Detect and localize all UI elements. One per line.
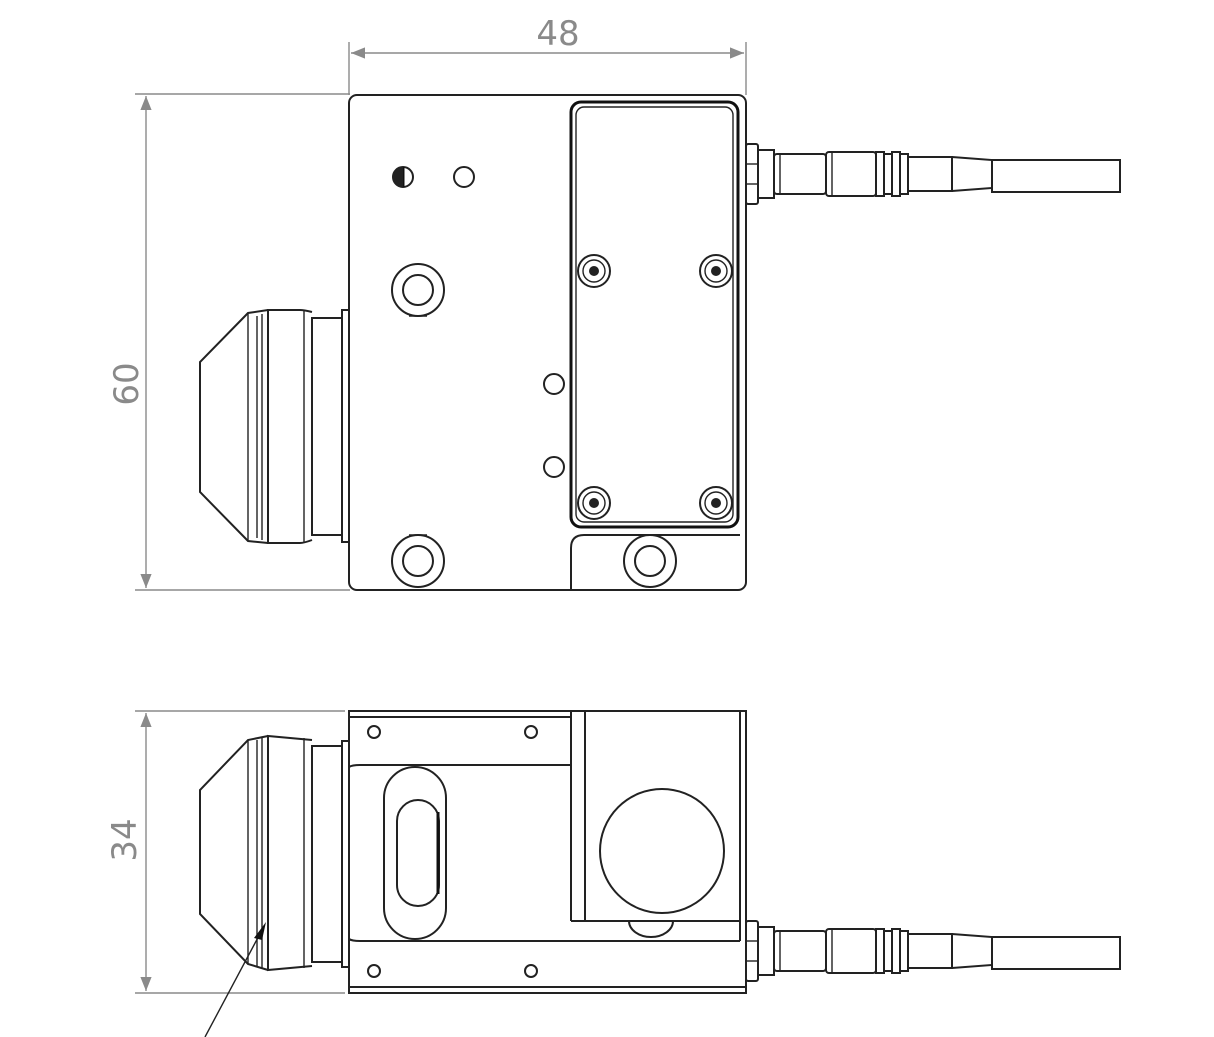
side-hole-top-left: [367, 725, 381, 739]
small-hole-slotted: [392, 166, 414, 188]
dimension-label-width: 48: [536, 14, 579, 54]
small-hole-mid-1: [543, 373, 565, 395]
front-view: [199, 94, 1121, 591]
channel-bottom: [348, 938, 740, 942]
side-hole-top-right: [524, 725, 538, 739]
cable-connector-side: [745, 920, 1121, 982]
counterbore-hole-lower-right: [623, 534, 677, 588]
cover-screw-top-right: [699, 254, 733, 288]
adjustment-slot: [383, 766, 447, 940]
front-body-outline: [348, 94, 747, 591]
dimension-width: 48: [348, 14, 747, 95]
side-view: [199, 710, 1121, 1037]
sensor-window: [599, 788, 725, 914]
cable-connector-front: [745, 143, 1121, 205]
dimension-height: 60: [107, 93, 350, 591]
counterbore-hole-lower-left: [391, 534, 445, 588]
lower-step: [570, 534, 740, 590]
lens-housing-side: [199, 734, 349, 972]
small-hole-top: [453, 166, 475, 188]
channel-top: [348, 764, 571, 768]
dimension-label-side-height: 34: [105, 818, 145, 861]
counterbore-hole-upper: [391, 263, 445, 317]
dimension-side-height: 34: [105, 710, 345, 994]
lens-housing-front: [199, 309, 349, 544]
cover-screw-bottom-right: [699, 486, 733, 520]
leader-arrow: [204, 922, 266, 1037]
cover-plate-inner: [575, 106, 734, 523]
side-hole-bottom-left: [367, 964, 381, 978]
dimension-label-height: 60: [107, 362, 147, 405]
side-hole-bottom-right: [524, 964, 538, 978]
side-body-outline: [348, 710, 747, 994]
sensor-window-lower-arc: [628, 920, 674, 938]
cover-screw-top-left: [577, 254, 611, 288]
cover-screw-bottom-left: [577, 486, 611, 520]
small-hole-mid-2: [543, 456, 565, 478]
cover-plate: [569, 100, 740, 529]
